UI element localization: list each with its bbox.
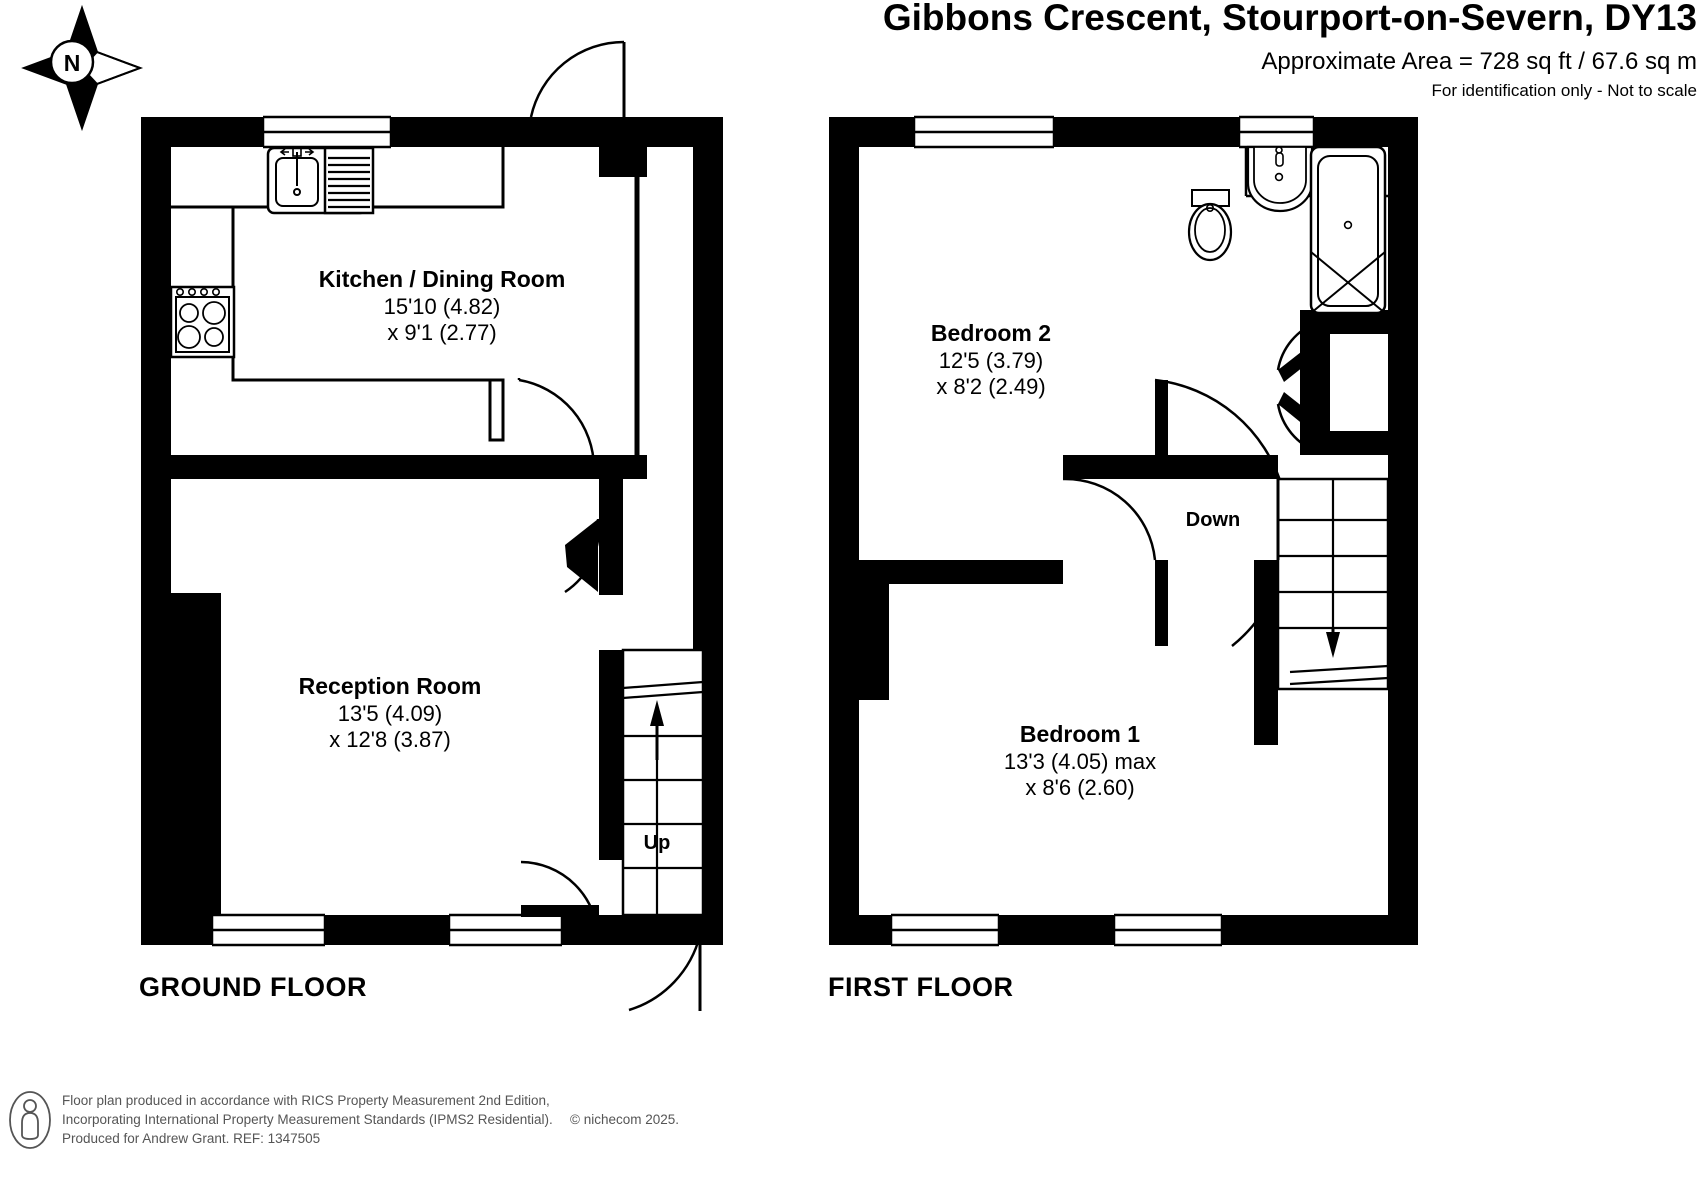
bedroom2-dim2: x 8'2 (2.49) [936, 374, 1045, 399]
reception-room-dim1: 13'5 (4.09) [338, 701, 443, 726]
ground-front-door-leaf [521, 905, 599, 917]
first-floor-plan: Down Bedroom 2 12'5 (3.79) x 8'2 (2.49) … [828, 115, 1418, 1002]
kitchen-dining-room-name: Kitchen / Dining Room [319, 266, 566, 292]
first-wall-stair-side [1254, 560, 1278, 745]
first-internal-wall-landing [859, 560, 1063, 584]
bedroom1-dim2: x 8'6 (2.60) [1025, 775, 1134, 800]
first-staircase [1276, 477, 1390, 691]
bedroom2-dim1: 12'5 (3.79) [939, 348, 1044, 373]
ground-hall-wall-top [599, 117, 623, 177]
kitchen-dining-room-dim2: x 9'1 (2.77) [387, 320, 496, 345]
compass-north-label: N [64, 50, 81, 76]
first-stair-direction-label: Down [1186, 509, 1240, 531]
ground-floor-plan: Up Kitchen / Dining Room 15'10 (4.82) x … [139, 40, 723, 1012]
person-icon [9, 1091, 51, 1149]
reception-room-dim2: x 12'8 (3.87) [329, 727, 451, 752]
ground-stair-direction-label: Up [644, 832, 671, 854]
footer-line-1: Floor plan produced in accordance with R… [62, 1093, 550, 1108]
bathroom-door-leaf-upper [1278, 345, 1322, 382]
stair-down-arrow-icon [1326, 632, 1340, 658]
kitchen-unit-edge [488, 378, 505, 442]
ground-hall-wall-lower [599, 650, 623, 860]
page-title: Gibbons Crescent, Stourport-on-Severn, D… [883, 0, 1697, 38]
toilet-icon [1187, 189, 1233, 262]
kitchen-dining-room-label-group: Kitchen / Dining Room 15'10 (4.82) x 9'1… [319, 266, 566, 345]
kitchen-sink-icon [266, 146, 375, 215]
ground-door-leaf [565, 519, 598, 592]
ground-internal-wall-horizontal [171, 455, 623, 479]
footer-copyright: © nichecom 2025. [570, 1112, 679, 1127]
footer-line-3: Produced for Andrew Grant. REF: 1347505 [62, 1131, 320, 1146]
bedroom1-label-group: Bedroom 1 13'3 (4.05) max x 8'6 (2.60) [1004, 721, 1156, 800]
kitchen-dining-room-dim1: 15'10 (4.82) [384, 294, 501, 319]
ground-left-wall-step [141, 593, 221, 611]
bathroom-fittings [1187, 145, 1388, 315]
bedroom2-label-group: Bedroom 2 12'5 (3.79) x 8'2 (2.49) [931, 320, 1051, 399]
ground-window-group-bottom [210, 913, 564, 947]
ground-staircase [621, 648, 705, 917]
first-wall-corner [1063, 455, 1087, 479]
basin-icon [1246, 145, 1314, 213]
first-wall-bathroom-side [1300, 310, 1330, 455]
stair-up-arrow-icon [650, 700, 664, 726]
ground-door-arcs [517, 40, 702, 1012]
first-door-arcs [1062, 320, 1319, 647]
first-floor-label: FIRST FLOOR [828, 972, 1013, 1002]
kitchen-hob-icon [169, 285, 236, 359]
bathtub-icon [1309, 145, 1387, 315]
reception-room-name: Reception Room [299, 673, 482, 699]
ground-left-wall-thickening [141, 593, 221, 915]
approximate-area-label: Approximate Area = 728 sq ft / 67.6 sq m [1261, 48, 1697, 75]
compass-rose: N [21, 4, 143, 132]
footer: Floor plan produced in accordance with R… [9, 1091, 679, 1149]
bedroom1-dim1: 13'3 (4.05) max [1004, 749, 1156, 774]
ground-floor-label: GROUND FLOOR [139, 972, 367, 1002]
bedroom2-door-leaf [1155, 380, 1168, 470]
first-window-group-top [912, 115, 1316, 149]
first-internal-wall-bedroom2 [1063, 455, 1278, 479]
reception-room-label-group: Reception Room 13'5 (4.09) x 12'8 (3.87) [299, 673, 482, 752]
disclaimer-label: For identification only - Not to scale [1431, 81, 1697, 100]
bedroom1-name: Bedroom 1 [1020, 721, 1140, 747]
footer-line-2: Incorporating International Property Mea… [62, 1112, 553, 1127]
bedroom2-name: Bedroom 2 [931, 320, 1051, 346]
bathroom-door-leaf-lower [1278, 392, 1322, 430]
ground-window-group-top [261, 115, 393, 149]
bedroom1-door-leaf [1155, 560, 1168, 646]
ground-hall-wall-stub [599, 455, 647, 479]
first-window-group-bottom [889, 913, 1224, 947]
